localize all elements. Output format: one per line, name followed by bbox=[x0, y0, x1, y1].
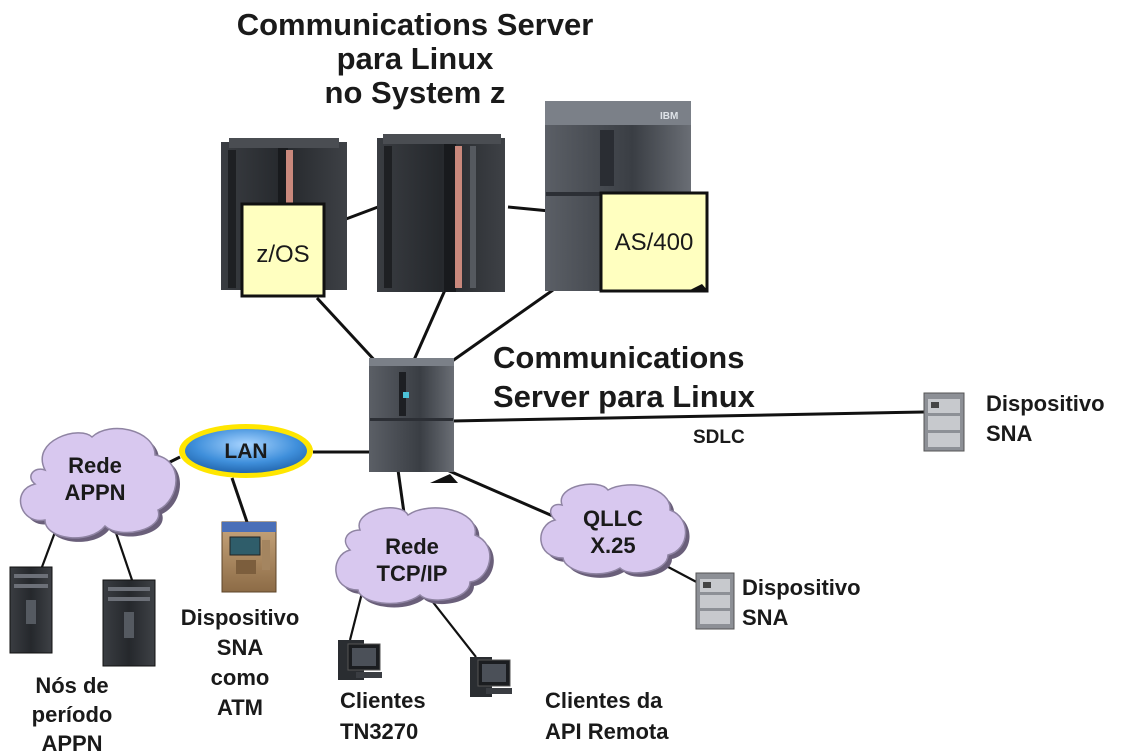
sna-qllc-label: Dispositivo SNA bbox=[742, 575, 861, 630]
appn-nodes-label-line1: Nós de bbox=[35, 673, 108, 698]
atm-label-line2: SNA bbox=[217, 635, 264, 660]
title-line1: Communications Server bbox=[237, 7, 594, 42]
tn3270-workstation bbox=[338, 640, 382, 680]
cloud-tcpip-line1: Rede bbox=[385, 534, 439, 559]
sna-sdlc-label: Dispositivo SNA bbox=[986, 391, 1105, 446]
remote-api-label: Clientes da API Remota bbox=[545, 688, 669, 744]
link-lan-atm bbox=[230, 477, 249, 523]
sna-sdlc-label-line2: SNA bbox=[986, 421, 1033, 446]
remote-api-label-line2: API Remota bbox=[545, 719, 669, 744]
title-line2: para Linux bbox=[337, 41, 495, 76]
remote-api-workstation bbox=[470, 657, 512, 697]
cloud-appn-line2: APPN bbox=[64, 480, 125, 505]
hub-label: Communications Server para Linux bbox=[493, 340, 756, 414]
cloud-tcpip: Rede TCP/IP bbox=[335, 507, 494, 608]
as400-label: AS/400 bbox=[615, 229, 694, 256]
sdlc-label: SDLC bbox=[693, 427, 745, 448]
appn-node-2 bbox=[102, 579, 156, 667]
zos-label: z/OS bbox=[256, 241, 309, 268]
tn3270-label-line2: TN3270 bbox=[340, 719, 418, 744]
atm-icon bbox=[221, 521, 277, 593]
sna-qllc-label-line2: SNA bbox=[742, 605, 789, 630]
sna-device-qllc bbox=[695, 572, 735, 630]
hub-label-line2: Server para Linux bbox=[493, 379, 756, 414]
appn-node-1 bbox=[9, 566, 53, 654]
cloud-appn: Rede APPN bbox=[19, 427, 181, 542]
link-hub-qllc bbox=[446, 468, 563, 522]
atm-label-line1: Dispositivo bbox=[181, 605, 300, 630]
link-hub-sdlc-device bbox=[451, 410, 925, 423]
link-zos-hub bbox=[315, 296, 380, 366]
tn3270-label: Clientes TN3270 bbox=[340, 688, 426, 744]
sna-qllc-label-line1: Dispositivo bbox=[742, 575, 861, 600]
mainframe-2 bbox=[377, 134, 505, 292]
zos-box bbox=[240, 202, 326, 298]
as400-tower: IBM AS/400 bbox=[545, 101, 709, 293]
sna-device-sdlc bbox=[923, 392, 965, 452]
atm-label-line3: como bbox=[211, 665, 270, 690]
diagram-title: Communications Server para Linux no Syst… bbox=[237, 7, 594, 110]
title-line3: no System z bbox=[325, 75, 506, 110]
lan-label: LAN bbox=[224, 440, 267, 463]
appn-nodes-label-line2: período bbox=[32, 702, 113, 727]
cloud-qllc-line2: X.25 bbox=[590, 533, 635, 558]
appn-nodes-label-line3: APPN bbox=[41, 731, 102, 753]
atm-label: Dispositivo SNA como ATM bbox=[181, 605, 300, 720]
as400-box bbox=[599, 191, 709, 293]
remote-api-label-line1: Clientes da bbox=[545, 688, 663, 713]
hub-label-line1: Communications bbox=[493, 340, 744, 375]
sna-sdlc-label-line1: Dispositivo bbox=[986, 391, 1105, 416]
hub-server bbox=[369, 358, 458, 483]
as400-logo-text: IBM bbox=[660, 111, 678, 122]
cloud-appn-line1: Rede bbox=[68, 453, 122, 478]
atm-label-line4: ATM bbox=[217, 695, 263, 720]
appn-nodes-label: Nós de período APPN bbox=[32, 673, 113, 753]
lan-segment: LAN bbox=[179, 424, 313, 478]
cloud-qllc-line1: QLLC bbox=[583, 506, 643, 531]
tn3270-label-line1: Clientes bbox=[340, 688, 426, 713]
link-mainframe2-hub bbox=[412, 289, 447, 361]
cloud-tcpip-line2: TCP/IP bbox=[377, 561, 448, 586]
link-as400-hub bbox=[447, 288, 554, 366]
cloud-qllc: QLLC X.25 bbox=[540, 483, 690, 578]
mainframe-zos: z/OS bbox=[221, 138, 347, 298]
